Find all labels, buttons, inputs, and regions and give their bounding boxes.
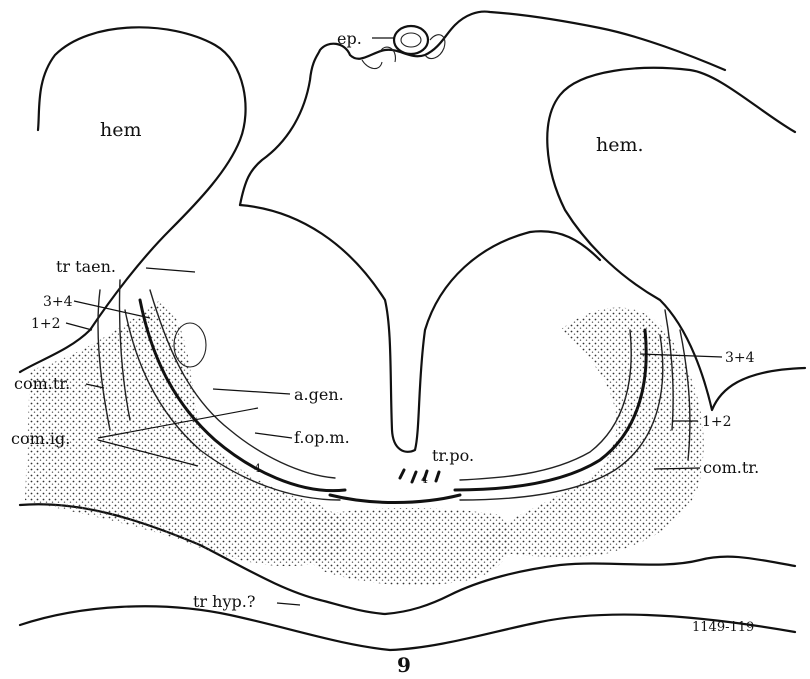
label-com-tr-left: com.tr. <box>14 374 70 393</box>
central-stipple-region <box>298 508 510 585</box>
label-com-ig: com.ig. <box>11 429 70 448</box>
right-stipple-region <box>470 308 704 557</box>
leader-a-gen <box>213 389 290 394</box>
label-hem-left: hem <box>100 119 142 141</box>
leader-tr-hyp <box>277 603 300 605</box>
epiphysis-vesicle <box>394 26 428 54</box>
label-4-center: 4 <box>421 473 428 486</box>
label-com-tr-right: com.tr. <box>703 458 759 477</box>
catalog-code: 1149-119 <box>692 620 754 635</box>
label-4-left: 4 <box>254 462 261 475</box>
bottom-outline <box>20 606 795 650</box>
label-left-1-2: 1+2 <box>31 316 61 332</box>
leader-tr-taen <box>146 268 195 272</box>
diencephalon-outline <box>240 205 600 452</box>
roof-membrane <box>240 12 725 205</box>
optic-chiasm <box>330 495 460 503</box>
post-optic-fibres <box>400 470 439 482</box>
figure-number: 9 <box>397 653 411 677</box>
label-hem-right: hem. <box>596 134 644 156</box>
label-f-op-m: f.op.m. <box>294 428 350 447</box>
leader-left-1-2 <box>66 323 92 330</box>
leader-left-3-4 <box>74 301 150 318</box>
label-ep: ep. <box>337 29 362 48</box>
label-right-3-4: 3+4 <box>725 350 755 366</box>
epiphysis-inner <box>401 33 421 47</box>
label-tr-hyp: tr hyp.? <box>193 592 255 611</box>
label-left-3-4: 3+4 <box>43 294 73 310</box>
label-a-gen: a.gen. <box>294 385 344 404</box>
label-tr-taen: tr taen. <box>56 257 116 276</box>
label-right-1-2: 1+2 <box>702 414 732 430</box>
label-tr-po: tr.po. <box>432 446 474 465</box>
leader-f-op-m <box>255 433 292 438</box>
